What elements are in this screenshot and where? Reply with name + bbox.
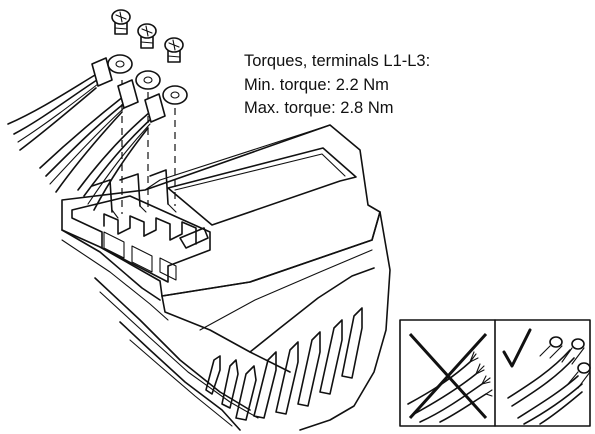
terminal-block xyxy=(71,169,211,283)
max-torque-text: Max. torque: 2.8 Nm xyxy=(244,99,394,117)
torque-specifications: Torques, terminals L1-L3: Min. torque: 2… xyxy=(244,50,430,121)
drive-housing xyxy=(61,124,391,431)
screw-icon xyxy=(137,23,157,49)
cross-icon xyxy=(408,332,488,420)
screw-icon xyxy=(111,9,131,35)
torque-heading: Torques, terminals L1-L3: xyxy=(244,52,431,70)
correct-termination xyxy=(502,328,591,425)
checkmark-icon xyxy=(502,328,532,368)
alignment-lines xyxy=(121,80,176,214)
min-torque-text: Min. torque: 2.2 Nm xyxy=(244,75,389,94)
wire-termination-inset xyxy=(399,319,591,427)
incorrect-termination xyxy=(407,332,493,423)
screw-icon xyxy=(164,37,184,63)
vent-slots xyxy=(205,307,363,421)
terminal-screws xyxy=(111,9,184,63)
power-cables xyxy=(7,54,188,211)
